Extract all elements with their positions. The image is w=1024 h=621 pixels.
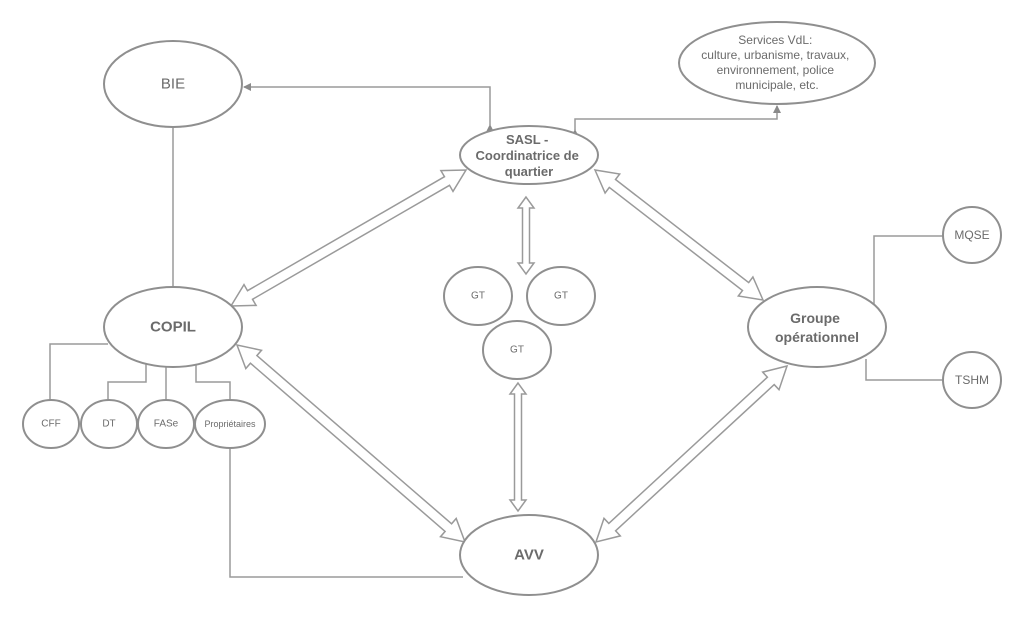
sasl-label: SASL - Coordinatrice de quartier (476, 132, 583, 179)
copil-avv-arrow (235, 343, 467, 544)
gt-1-label: GT (471, 291, 485, 302)
bie-sasl-arrow-line (243, 83, 494, 132)
cff-label: CFF (41, 419, 60, 430)
copil-sasl-arrow (229, 169, 468, 307)
groupe-line-2: opérationnel (775, 329, 859, 345)
bie-label: BIE (161, 76, 185, 93)
dt-label: DT (102, 419, 115, 430)
connectors (49, 83, 943, 578)
groupe-avv-arrow (594, 364, 789, 544)
services-label: Services VdL: culture, urbanisme, travau… (701, 33, 852, 92)
node-gt-1[interactable]: GT (443, 266, 513, 326)
mqse-label: MQSE (954, 228, 989, 242)
services-line-2: culture, urbanisme, travaux, (701, 48, 849, 62)
double-arrows (229, 169, 789, 544)
sasl-line-1: SASL - (506, 132, 548, 147)
sasl-groupe-arrow (593, 169, 765, 301)
node-gt-2[interactable]: GT (526, 266, 596, 326)
node-tshm[interactable]: TSHM (942, 351, 1002, 409)
copil-proprietaires-line (195, 364, 231, 401)
sasl-services-arrow-line (571, 105, 781, 137)
gt-3-label: GT (510, 345, 524, 356)
gt-2-label: GT (554, 291, 568, 302)
groupe-mqse-line (873, 235, 943, 305)
node-cff[interactable]: CFF (22, 399, 80, 449)
node-sasl[interactable]: SASL - Coordinatrice de quartier (459, 125, 599, 185)
node-avv[interactable]: AVV (459, 514, 599, 596)
node-mqse[interactable]: MQSE (942, 206, 1002, 264)
proprietaires-label: Propriétaires (204, 419, 256, 429)
copil-label: COPIL (150, 319, 196, 336)
fase-label: FASe (154, 419, 179, 430)
groupe-label: Groupe opérationnel (775, 310, 859, 345)
node-groupe-operationnel[interactable]: Groupe opérationnel (747, 286, 887, 368)
node-fase[interactable]: FASe (137, 399, 195, 449)
sasl-line-3: quartier (505, 164, 553, 179)
services-line-3: environnement, police (717, 63, 835, 77)
node-gt-3[interactable]: GT (482, 320, 552, 380)
node-services[interactable]: Services VdL: culture, urbanisme, travau… (678, 21, 876, 105)
node-bie[interactable]: BIE (103, 40, 243, 128)
tshm-label: TSHM (955, 373, 989, 387)
services-line-1: Services VdL: (738, 33, 812, 47)
groupe-line-1: Groupe (790, 310, 840, 326)
gt-avv-arrow (508, 381, 528, 513)
node-dt[interactable]: DT (80, 399, 138, 449)
services-line-4: municipale, etc. (735, 78, 818, 92)
sasl-line-2: Coordinatrice de (476, 148, 579, 163)
copil-cff-line (49, 343, 108, 404)
avv-label: AVV (514, 547, 544, 564)
copil-dt-line (107, 364, 147, 402)
sasl-gt-arrow (516, 195, 536, 276)
proprietaires-avv-line (229, 448, 463, 578)
node-proprietaires[interactable]: Propriétaires (194, 399, 266, 449)
node-copil[interactable]: COPIL (103, 286, 243, 368)
groupe-tshm-line (865, 359, 943, 381)
